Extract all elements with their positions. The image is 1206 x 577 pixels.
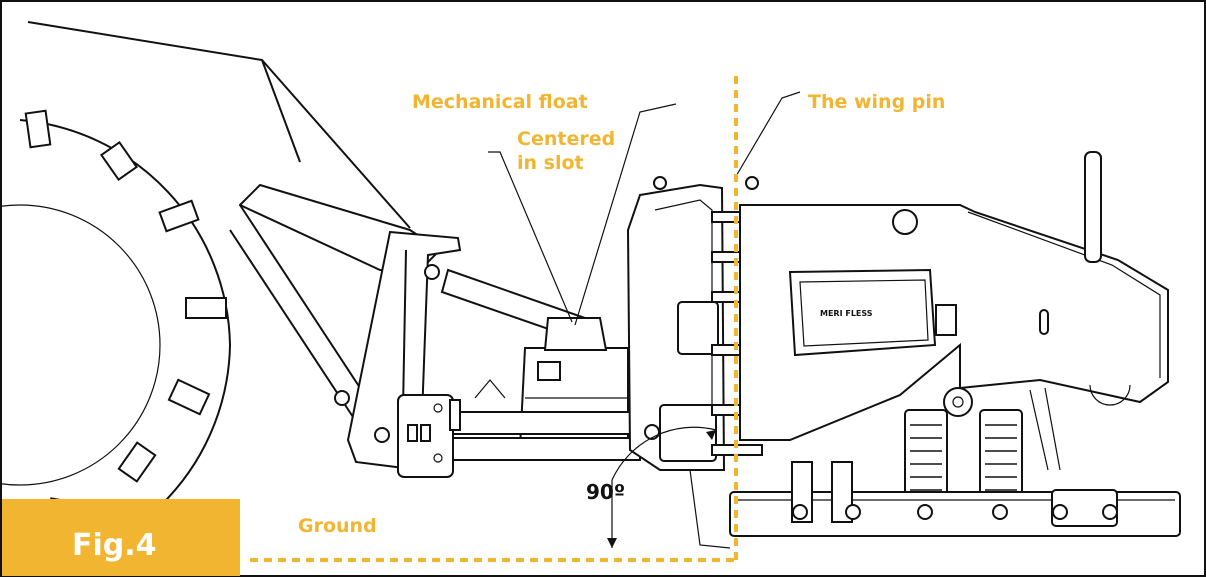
- label-centered-in-slot-line1: Centered: [517, 128, 615, 150]
- leader-lines: [488, 91, 801, 326]
- label-wing-pin: The wing pin: [808, 91, 945, 113]
- leader-mechanical-float: [574, 103, 677, 326]
- wing-bracket: [626, 176, 763, 471]
- label-mechanical-float: Mechanical float: [412, 91, 588, 113]
- angle-indicator: [607, 426, 717, 548]
- leader-centered-in-slot: [488, 151, 573, 323]
- figure-badge-text: Fig.4: [72, 528, 157, 563]
- figure-badge: Fig.4: [2, 499, 240, 576]
- leader-wing-pin: [734, 91, 801, 179]
- angle-label: 90º: [586, 480, 625, 504]
- tractor-wheel: [0, 109, 231, 571]
- label-ground: Ground: [298, 515, 377, 537]
- tractor-hitch-arm: [27, 21, 441, 421]
- figure-badge-background: [2, 499, 240, 576]
- mower-logo: MERI FLESS: [820, 309, 873, 318]
- mower-body: MERI FLESS: [739, 151, 1169, 441]
- cutter-bar: [689, 461, 1181, 549]
- suspension-springs: [904, 387, 1061, 503]
- linkage-beams: [397, 379, 641, 478]
- label-centered-in-slot-line2: in slot: [517, 152, 584, 174]
